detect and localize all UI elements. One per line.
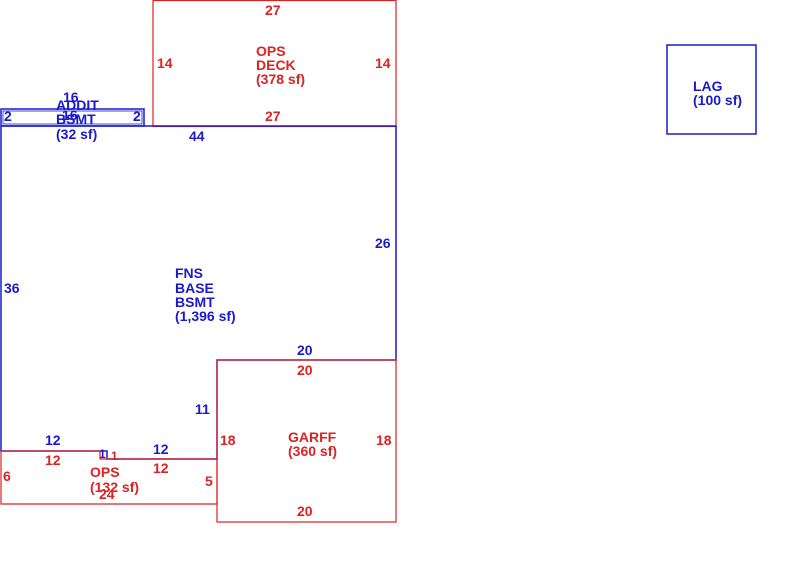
addit-bsmt-dim-right: 2 xyxy=(133,108,141,124)
ops-dim-top-right: 12 xyxy=(153,460,169,476)
fns-base-name-3: BSMT xyxy=(175,294,215,310)
ops-deck-name-1: OPS xyxy=(256,43,286,59)
fns-base-dim-top: 44 xyxy=(189,128,205,144)
fns-base-dim-right: 26 xyxy=(375,235,391,251)
ops-outline xyxy=(0,450,218,505)
ops-dim-top-left: 12 xyxy=(45,452,61,468)
addit-bsmt-name-1: ADDIT xyxy=(56,97,99,113)
lag-name: LAG xyxy=(693,78,723,94)
ops-deck-size: (378 sf) xyxy=(256,71,305,87)
fns-base-dim-step-top: 20 xyxy=(297,342,313,358)
fns-base-dim-jog: 1 xyxy=(99,447,106,461)
garff-dim-left: 18 xyxy=(220,432,236,448)
lag-outline xyxy=(666,44,757,135)
garff-dim-bottom: 20 xyxy=(297,503,313,519)
ops-deck-dim-right: 14 xyxy=(375,55,391,71)
garff-size: (360 sf) xyxy=(288,443,337,459)
fns-base-name-1: FNS xyxy=(175,265,203,281)
addit-bsmt-inner-outline xyxy=(2,110,143,125)
addit-bsmt-dim-left: 2 xyxy=(4,108,12,124)
ops-deck-dim-top: 27 xyxy=(265,2,281,18)
ops-name: OPS xyxy=(90,464,120,480)
ops-deck-name-2: DECK xyxy=(256,57,296,73)
lag-size: (100 sf) xyxy=(693,92,742,108)
ops-dim-bottom: 24 xyxy=(99,486,115,502)
ops-size: (132 sf) xyxy=(90,479,139,495)
ops-dim-right: 5 xyxy=(205,473,213,489)
garff-name: GARFF xyxy=(288,429,337,445)
fns-base-dim-bottom-left: 12 xyxy=(45,432,61,448)
fns-base-dim-step-side: 11 xyxy=(195,401,210,417)
fns-base-name-2: BASE xyxy=(175,280,214,296)
ops-dim-jog: 1 xyxy=(111,449,118,463)
ops-deck-dim-left: 14 xyxy=(157,55,173,71)
addit-bsmt-dim-top: 16 xyxy=(63,89,79,105)
garff-outline xyxy=(216,359,397,523)
addit-bsmt-size: (32 sf) xyxy=(56,126,97,142)
ops-deck-dim-bottom: 27 xyxy=(265,108,281,124)
fns-base-dim-left: 36 xyxy=(4,280,20,296)
addit-bsmt-dim-overlap: 16 xyxy=(62,107,78,123)
fns-base-size: (1,396 sf) xyxy=(175,308,236,324)
garff-dim-top: 20 xyxy=(297,362,313,378)
garff-dim-right: 18 xyxy=(376,432,392,448)
fns-base-dim-bottom-right: 12 xyxy=(153,441,169,457)
ops-dim-left: 6 xyxy=(3,468,11,484)
addit-bsmt-name-2: BSMT xyxy=(56,111,96,127)
